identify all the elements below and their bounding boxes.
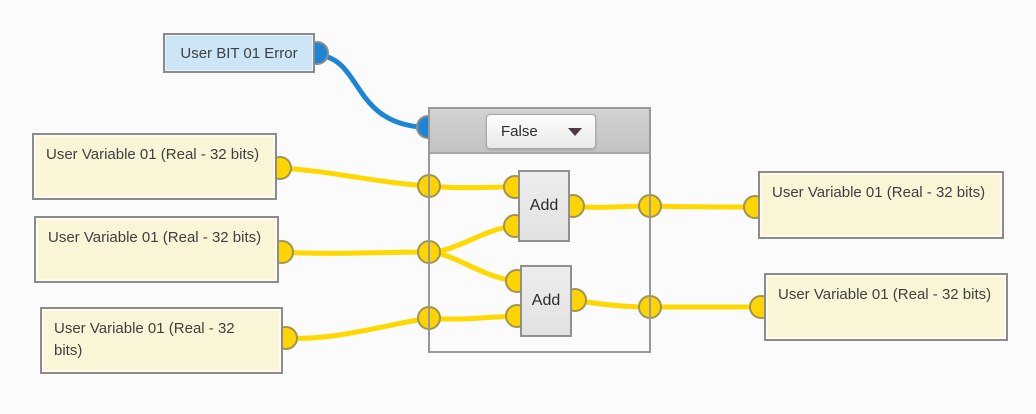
operation-add-1[interactable]: Add <box>518 170 570 242</box>
node-label: User Variable 01 (Real - 32 bits) <box>48 229 262 246</box>
node-label: User Variable 01 (Real - 32 bits) <box>778 286 992 303</box>
condition-dropdown[interactable]: False <box>486 114 596 149</box>
condition-dropdown-value: False <box>501 123 538 140</box>
wire-input3-to-container[interactable] <box>283 315 432 341</box>
node-user-bit-error[interactable]: User BIT 01 Error <box>163 33 315 73</box>
node-input-variable-2[interactable]: User Variable 01 (Real - 32 bits) <box>34 216 279 283</box>
operation-add-2[interactable]: Add <box>520 265 572 337</box>
node-input-variable-3[interactable]: User Variable 01 (Real - 32 bits) <box>40 307 283 374</box>
wire-right-port1-to-output1[interactable] <box>647 203 758 210</box>
node-input-variable-1[interactable]: User Variable 01 (Real - 32 bits) <box>32 133 277 200</box>
function-block-header: False <box>430 109 649 154</box>
function-block-container[interactable]: False <box>428 107 651 353</box>
node-label: User Variable 01 (Real - 32 bits) <box>772 184 986 201</box>
node-output-variable-2[interactable]: User Variable 01 (Real - 32 bits) <box>764 273 1008 341</box>
operation-label: Add <box>531 292 561 309</box>
node-label: User Variable 01 (Real - 32 bits) <box>46 146 260 163</box>
wire-input2-to-container[interactable] <box>279 249 432 256</box>
wire-input1-to-container[interactable] <box>277 165 432 189</box>
wire-bit-to-container[interactable] <box>316 52 423 130</box>
operation-label: Add <box>529 197 559 214</box>
node-output-variable-1[interactable]: User Variable 01 (Real - 32 bits) <box>758 171 1004 239</box>
node-label: User BIT 01 Error <box>180 45 298 62</box>
node-label: User Variable 01 (Real - 32 bits) <box>54 320 235 359</box>
dropdown-arrow-icon <box>568 127 582 136</box>
